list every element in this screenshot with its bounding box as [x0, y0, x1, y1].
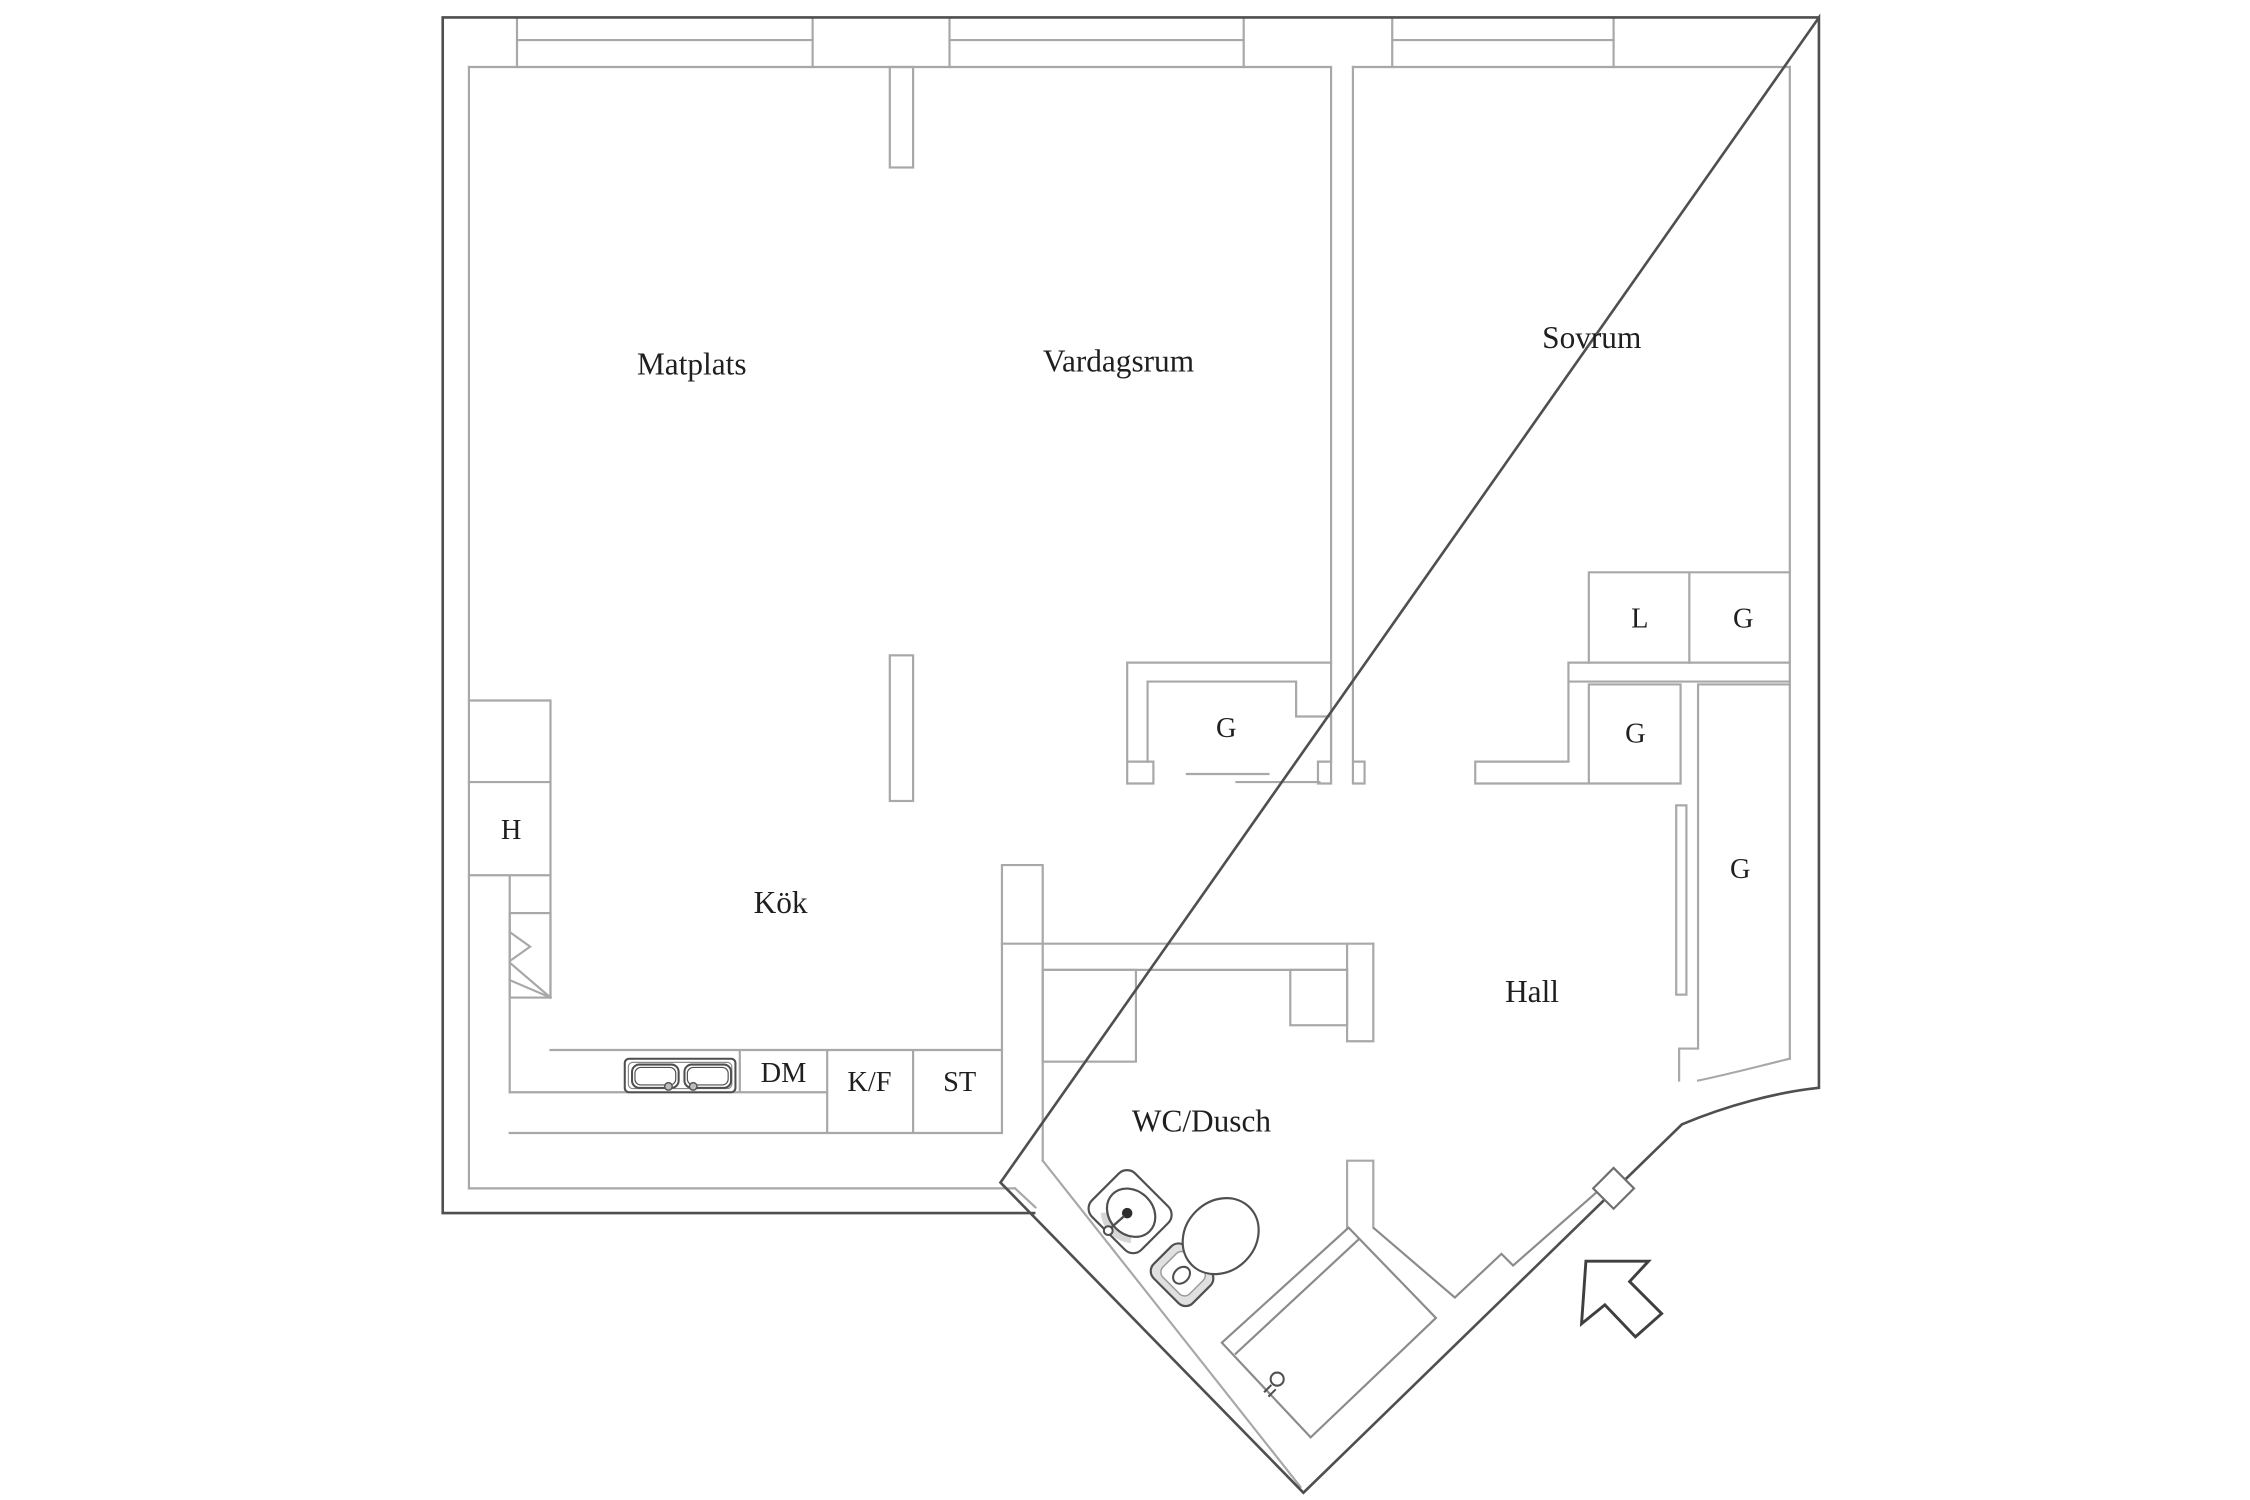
room-label-matplats: Matplats [637, 346, 747, 381]
entrance-door-jamb [1591, 1166, 1636, 1211]
unit-label-st: ST [943, 1067, 976, 1098]
closet-label-g-hall-tall: G [1730, 854, 1751, 885]
closet-label-g-vardagsrum: G [1216, 713, 1237, 744]
room-label-sovrum: Sovrum [1542, 320, 1641, 355]
closet-label-l-sovrum: L [1631, 604, 1648, 635]
hob-icon [508, 912, 552, 999]
toilet-icon [1149, 1197, 1260, 1308]
shower-mixer-icon [1263, 1371, 1285, 1398]
shower-and-vestibule-walls [1220, 1191, 1597, 1439]
room-label-wc-dusch: WC/Dusch [1132, 1104, 1271, 1139]
double-sink-icon [623, 1057, 737, 1094]
room-label-hall: Hall [1505, 974, 1559, 1009]
interior-wall-lines [467, 16, 1792, 1489]
room-label-kok: Kök [754, 885, 808, 920]
unit-label-kf: K/F [847, 1067, 891, 1098]
closet-label-h: H [501, 815, 522, 846]
closet-label-g-sovrum: G [1733, 604, 1754, 635]
closet-label-g-hall-small: G [1625, 719, 1646, 750]
washbasin-icon [1087, 1169, 1173, 1255]
exterior-wall-outline [441, 13, 1821, 1495]
unit-label-dm: DM [761, 1058, 807, 1089]
room-label-vardagsrum: Vardagsrum [1043, 343, 1194, 378]
entrance-arrow-icon [1579, 1259, 1664, 1339]
